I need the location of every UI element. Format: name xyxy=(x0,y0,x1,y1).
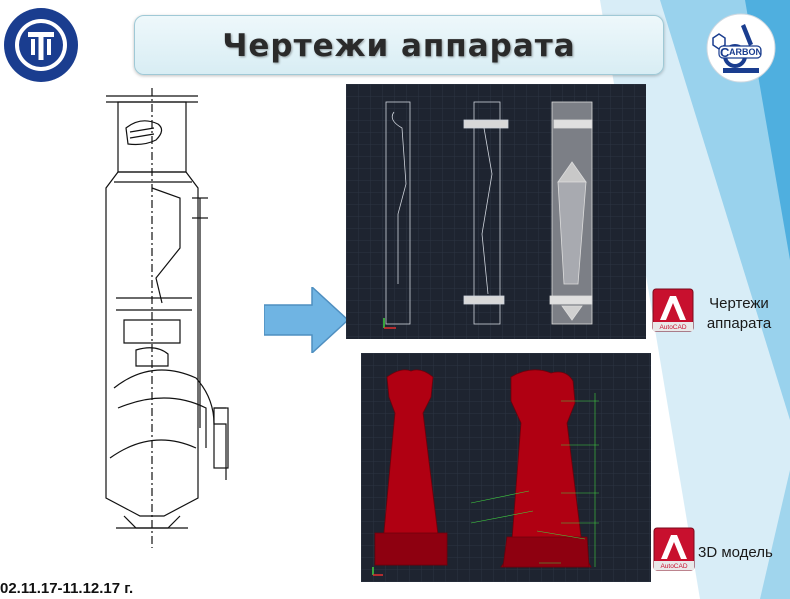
right-arrow-icon xyxy=(264,287,350,353)
carbon-logo-letter: C xyxy=(720,45,730,60)
page-title: Чертежи аппарата xyxy=(222,28,576,64)
autocad-logo-icon: AutoCAD xyxy=(653,527,695,571)
title-banner: Чертежи аппарата xyxy=(134,15,664,75)
date-range: 02.11.17-11.12.17 г. xyxy=(0,580,134,597)
apparatus-technical-drawing xyxy=(105,88,229,548)
cad-drawing-panel xyxy=(346,84,646,339)
carbon-microscope-icon: ARBON C xyxy=(706,13,776,83)
autocad-logo-text: AutoCAD xyxy=(660,563,687,570)
cad-3d-model-panel xyxy=(361,353,651,582)
cad-drawing-views xyxy=(346,84,646,339)
model-label: 3D модель xyxy=(698,544,773,561)
autocad-logo-text: AutoCAD xyxy=(659,324,686,331)
autocad-logo-icon: AutoCAD xyxy=(652,288,694,332)
university-emblem-icon xyxy=(4,8,78,82)
carbon-logo-text: ARBON xyxy=(729,47,762,57)
drawings-label: Чертежи аппарата xyxy=(706,295,772,332)
cad-3d-model-views xyxy=(361,353,651,582)
